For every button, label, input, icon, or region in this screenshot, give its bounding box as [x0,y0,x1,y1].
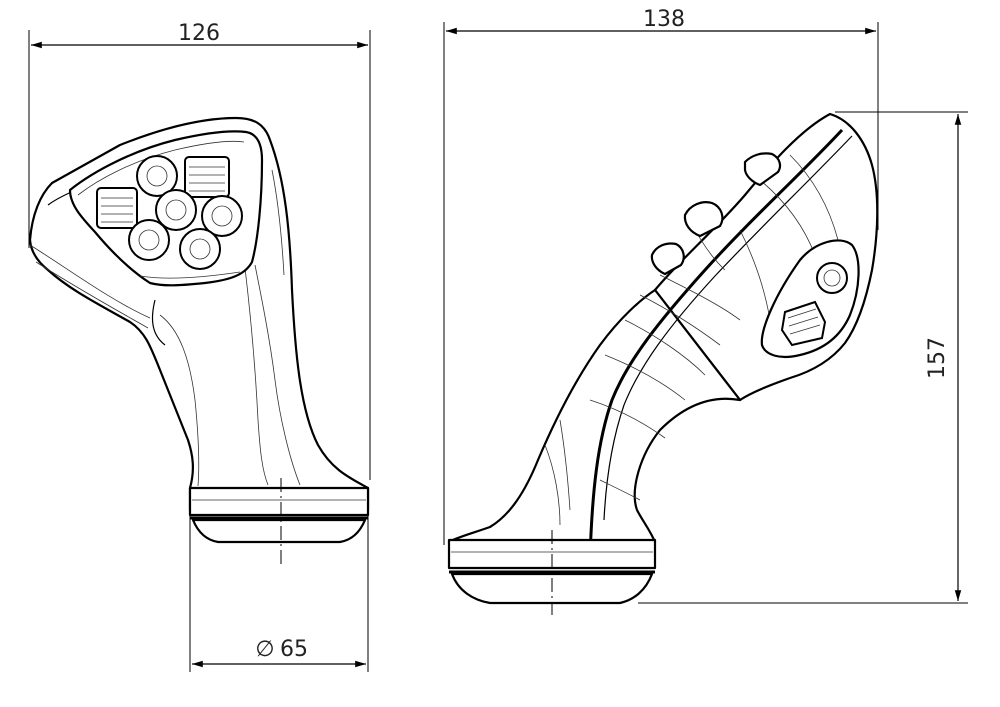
side-depth-label: 138 [643,7,685,32]
side-view: 138 157 [443,7,968,615]
push-button [201,195,243,237]
base-diameter-symbol: ∅ [255,637,274,662]
push-button [155,189,197,231]
side-top-knob [683,201,724,238]
base-diameter-label: 65 [280,637,308,662]
side-top-knob [743,152,782,187]
side-rocker-switch [780,300,827,347]
side-top-knob [650,242,685,276]
push-button [136,155,178,197]
front-base-collar [188,486,370,517]
rocker-switch-left [96,187,138,229]
front-base-bottom [191,518,367,544]
push-button [128,219,170,261]
front-width-label: 126 [178,21,220,46]
front-view: 126 ∅ 65 [28,21,371,672]
rocker-switch-right [184,156,230,198]
side-thumb-button [816,262,848,294]
side-height-label: 157 [925,337,950,379]
side-handle-grip [447,288,742,544]
push-button [179,228,221,270]
